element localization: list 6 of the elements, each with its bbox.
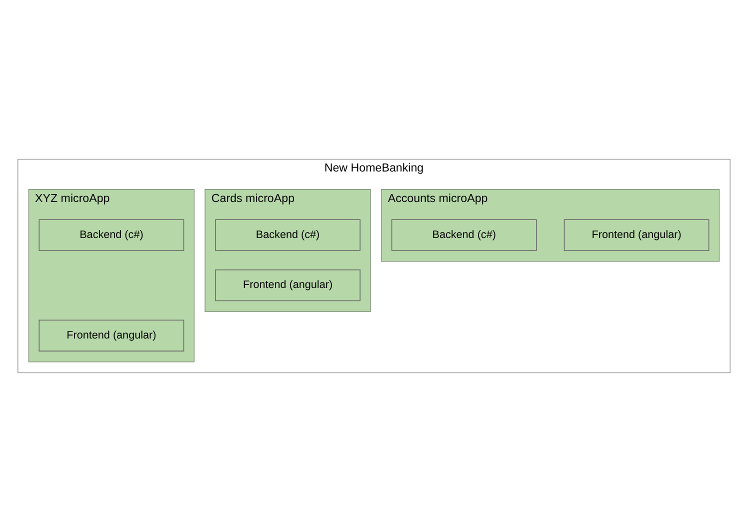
node-box: Backend (c#) (38, 218, 184, 250)
node-box: Frontend (angular) (215, 268, 360, 301)
node-box: Frontend (angular) (564, 218, 710, 250)
node-box: Backend (c#) (215, 218, 360, 250)
node-box: Backend (c#) (391, 218, 537, 250)
node-box: Frontend (angular) (38, 319, 184, 351)
